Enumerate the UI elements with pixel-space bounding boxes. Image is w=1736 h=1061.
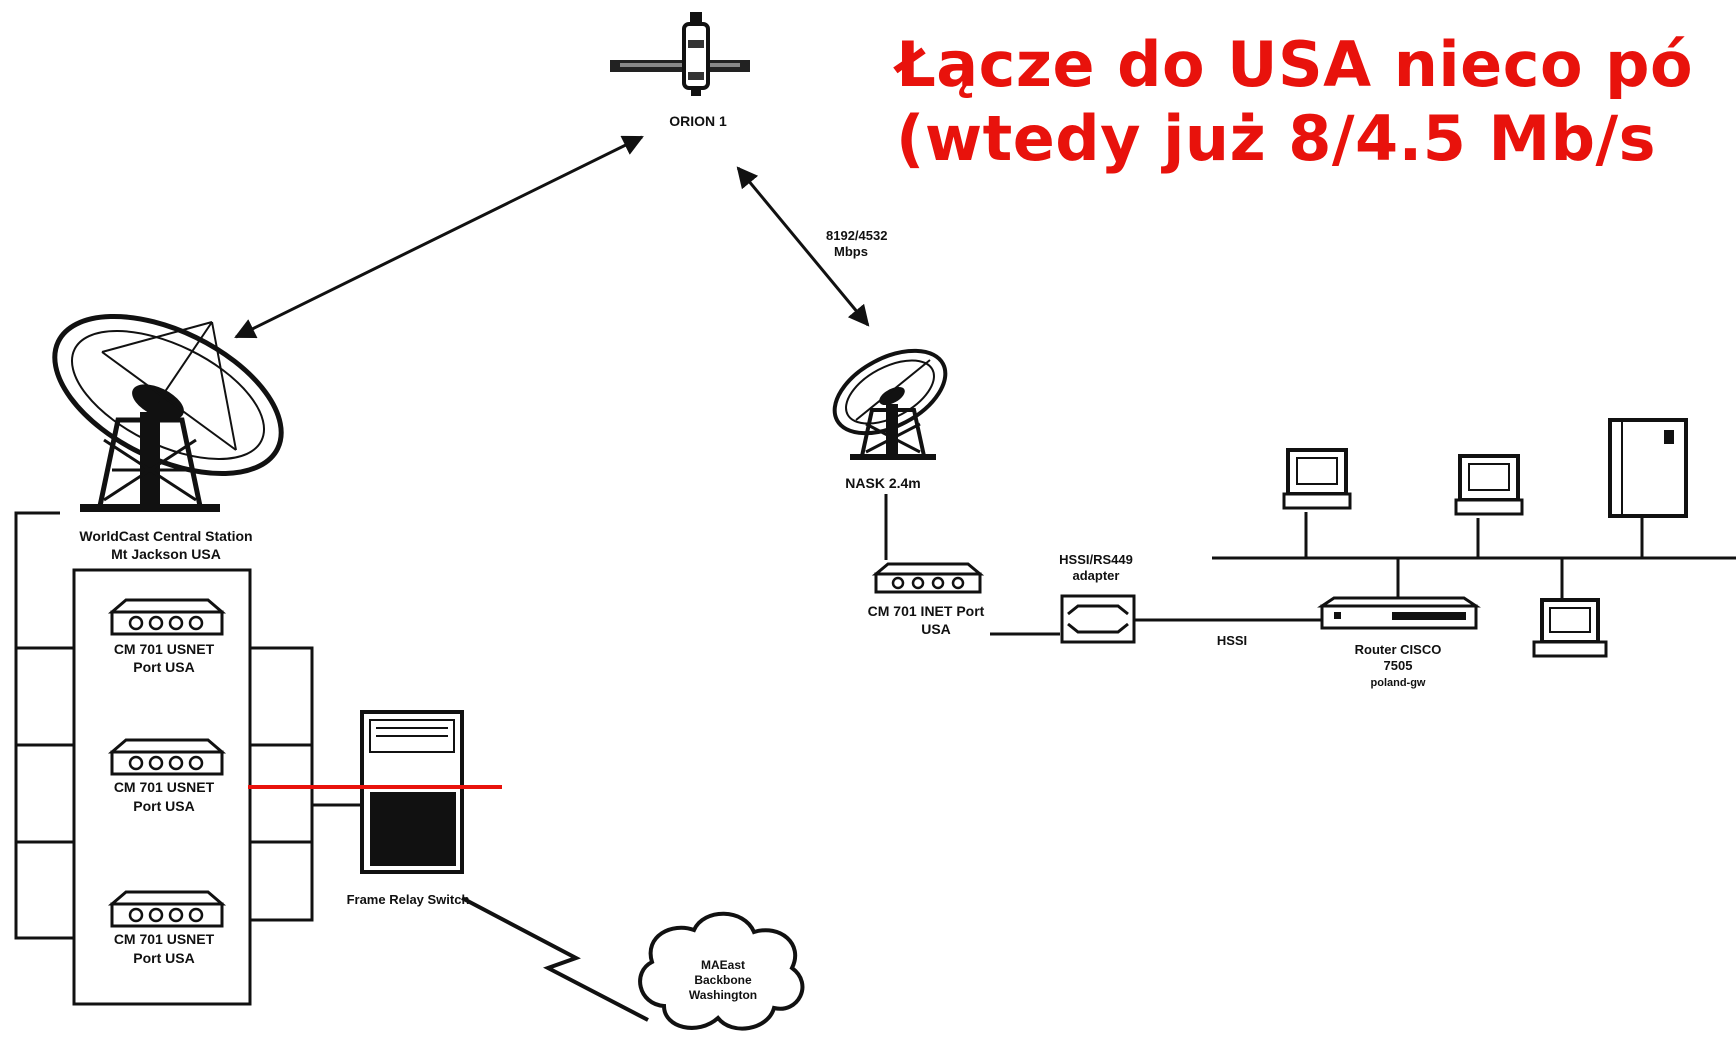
usa-port-taps [16, 646, 74, 844]
link-speed-unit: Mbps [834, 244, 868, 259]
usa-station-location: Mt Jackson USA [111, 546, 221, 562]
adapter-icon [1060, 594, 1136, 644]
modem-icon [107, 738, 227, 776]
usa-uplink-arrow [234, 135, 644, 339]
router-model: Router CISCO [1355, 642, 1442, 657]
maeast-location: Washington [689, 988, 757, 1002]
usa-port-to-switch-wiring [250, 646, 360, 922]
router-hostname: poland-gw [1371, 677, 1426, 689]
usa-port-3-location: Port USA [133, 950, 194, 966]
satellite-dish-icon [832, 348, 948, 460]
maeast-type: Backbone [694, 973, 752, 987]
link-speed-value: 8192/4532 [826, 228, 887, 243]
computer-icon [1532, 598, 1608, 658]
nask-dish-label: NASK 2.4m [845, 475, 920, 491]
wan-link-lightning [461, 896, 649, 1022]
slide-title-line-1: Łącze do USA nieco pó [896, 28, 1694, 101]
modem-icon [107, 890, 227, 928]
computer-icon [1282, 448, 1352, 510]
nask-uplink-arrow [736, 166, 870, 327]
switch-cabinet-icon [360, 710, 464, 874]
usa-port-3-name: CM 701 USNET [114, 931, 215, 947]
satellite-label: ORION 1 [669, 113, 727, 129]
modem-icon [871, 562, 985, 594]
inet-port-name: CM 701 INET Port [868, 603, 985, 619]
satellite-dish-icon [52, 313, 284, 512]
usa-port-2-name: CM 701 USNET [114, 779, 215, 795]
adapter-type: adapter [1073, 568, 1120, 583]
usa-outer-trunk [14, 511, 74, 940]
router-number: 7505 [1384, 658, 1413, 673]
modem-icon [107, 598, 227, 636]
inet-port-location: USA [921, 621, 951, 637]
frame-relay-label: Frame Relay Switch [347, 892, 470, 907]
router-icon [1317, 596, 1481, 630]
hssi-label: HSSI [1217, 633, 1247, 648]
usa-port-1-location: Port USA [133, 659, 194, 675]
server-tower-icon [1608, 418, 1688, 518]
cloud-icon [638, 911, 805, 1031]
usa-station-name: WorldCast Central Station [79, 528, 252, 544]
satellite-icon [610, 12, 750, 96]
slide-title-line-2: (wtedy już 8/4.5 Mb/s [896, 102, 1657, 175]
adapter-name: HSSI/RS449 [1059, 552, 1133, 567]
maeast-name: MAEast [701, 958, 745, 972]
computer-icon [1454, 454, 1524, 516]
usa-port-1-name: CM 701 USNET [114, 641, 215, 657]
usa-port-2-location: Port USA [133, 798, 194, 814]
